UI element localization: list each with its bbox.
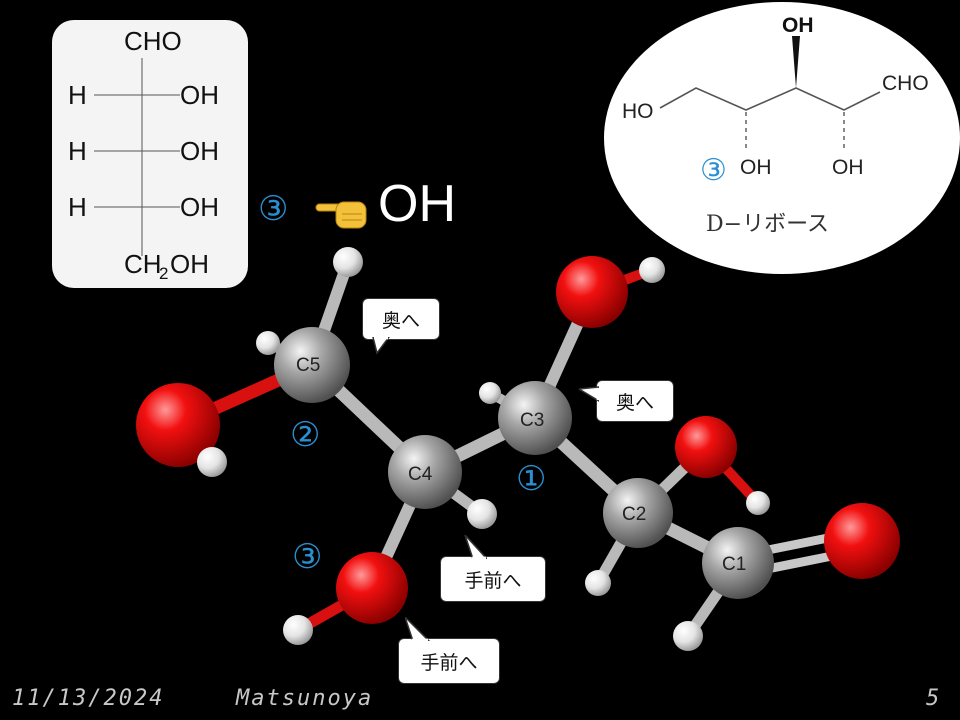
fischer-row1-h: H (68, 80, 87, 110)
footer-date: 11/13/2024 (12, 686, 165, 711)
marker-1: ① (516, 459, 547, 499)
atom-c1 (702, 527, 774, 599)
annotation-marker-3: ③ (258, 189, 289, 229)
label-c4: C4 (408, 464, 433, 485)
callout-back-c5-text: 奥へ (381, 309, 420, 332)
ribose-carbon-chain (659, 87, 881, 111)
atom-o4 (336, 552, 408, 624)
atom-c2 (603, 478, 673, 548)
callout-back-c3: 奥へ (579, 380, 674, 422)
atom-h-c2 (585, 570, 611, 596)
fischer-bottom-subscript: 2 (159, 264, 168, 283)
fischer-row2-oh: OH (180, 136, 219, 166)
label-c1: C1 (722, 554, 746, 575)
atom-h-c5-top (333, 247, 363, 277)
fischer-bottom-ch: CH (124, 249, 162, 279)
callout-back-c5: 奥へ (362, 298, 440, 355)
atom-h-c3 (479, 382, 501, 404)
ribose-cho: CHO (882, 72, 929, 95)
label-c5: C5 (296, 355, 320, 376)
callout-front-o-text: 手前へ (420, 651, 478, 674)
marker-2: ② (290, 415, 321, 455)
ribose-ho-left: HO (622, 100, 654, 123)
ribose-skeletal-formula: OH HO CHO OH OH ③ D−リボース (622, 14, 929, 237)
callout-front-h: 手前へ (440, 535, 546, 602)
ribose-top-oh: OH (782, 14, 814, 37)
callout-front-o: 手前へ (398, 617, 500, 684)
label-c3: C3 (520, 410, 544, 431)
ribose-structure-card: OH HO CHO OH OH ③ D−リボース (604, 2, 960, 274)
ribose-oh-middle: OH (740, 156, 772, 179)
fischer-projection: CHO H OH H OH H OH CH 2 OH (68, 26, 219, 283)
fischer-row3-h: H (68, 192, 87, 222)
footer-author: Matsunoya (236, 686, 374, 711)
atom-h-c1 (673, 621, 703, 651)
annotation-oh-label: OH (378, 175, 456, 233)
atom-c5 (274, 327, 350, 403)
marker-3: ③ (292, 537, 323, 577)
atom-h-o4 (283, 615, 313, 645)
atom-o5 (136, 383, 220, 467)
atom-h-o5 (197, 447, 227, 477)
atom-h-c4 (467, 499, 497, 529)
ribose-oh-right: OH (832, 156, 864, 179)
label-c2: C2 (622, 504, 646, 525)
fischer-top-cho: CHO (124, 26, 182, 56)
atom-c3 (498, 381, 572, 455)
ribose-marker-3: ③ (700, 153, 727, 188)
atom-o2 (675, 416, 737, 478)
callout-back-c3-text: 奥へ (615, 391, 654, 414)
pointing-hand-icon (314, 194, 372, 230)
fischer-row1-oh: OH (180, 80, 219, 110)
callout-front-h-text: 手前へ (464, 569, 522, 592)
fischer-bottom-oh: OH (170, 249, 209, 279)
fischer-projection-card: CHO H OH H OH H OH CH 2 OH (52, 20, 248, 288)
footer-page-number: 5 (926, 686, 942, 711)
atom-o1 (824, 503, 900, 579)
fischer-row2-h: H (68, 136, 87, 166)
atom-h-c5-back (256, 331, 280, 355)
atom-o3 (556, 256, 628, 328)
ribose-name: D−リボース (706, 212, 829, 237)
atom-c4 (388, 435, 462, 509)
fischer-row3-oh: OH (180, 192, 219, 222)
atom-h-o2 (746, 491, 770, 515)
ribose-wedge-bond (792, 36, 800, 88)
atom-h-o3 (639, 257, 665, 283)
